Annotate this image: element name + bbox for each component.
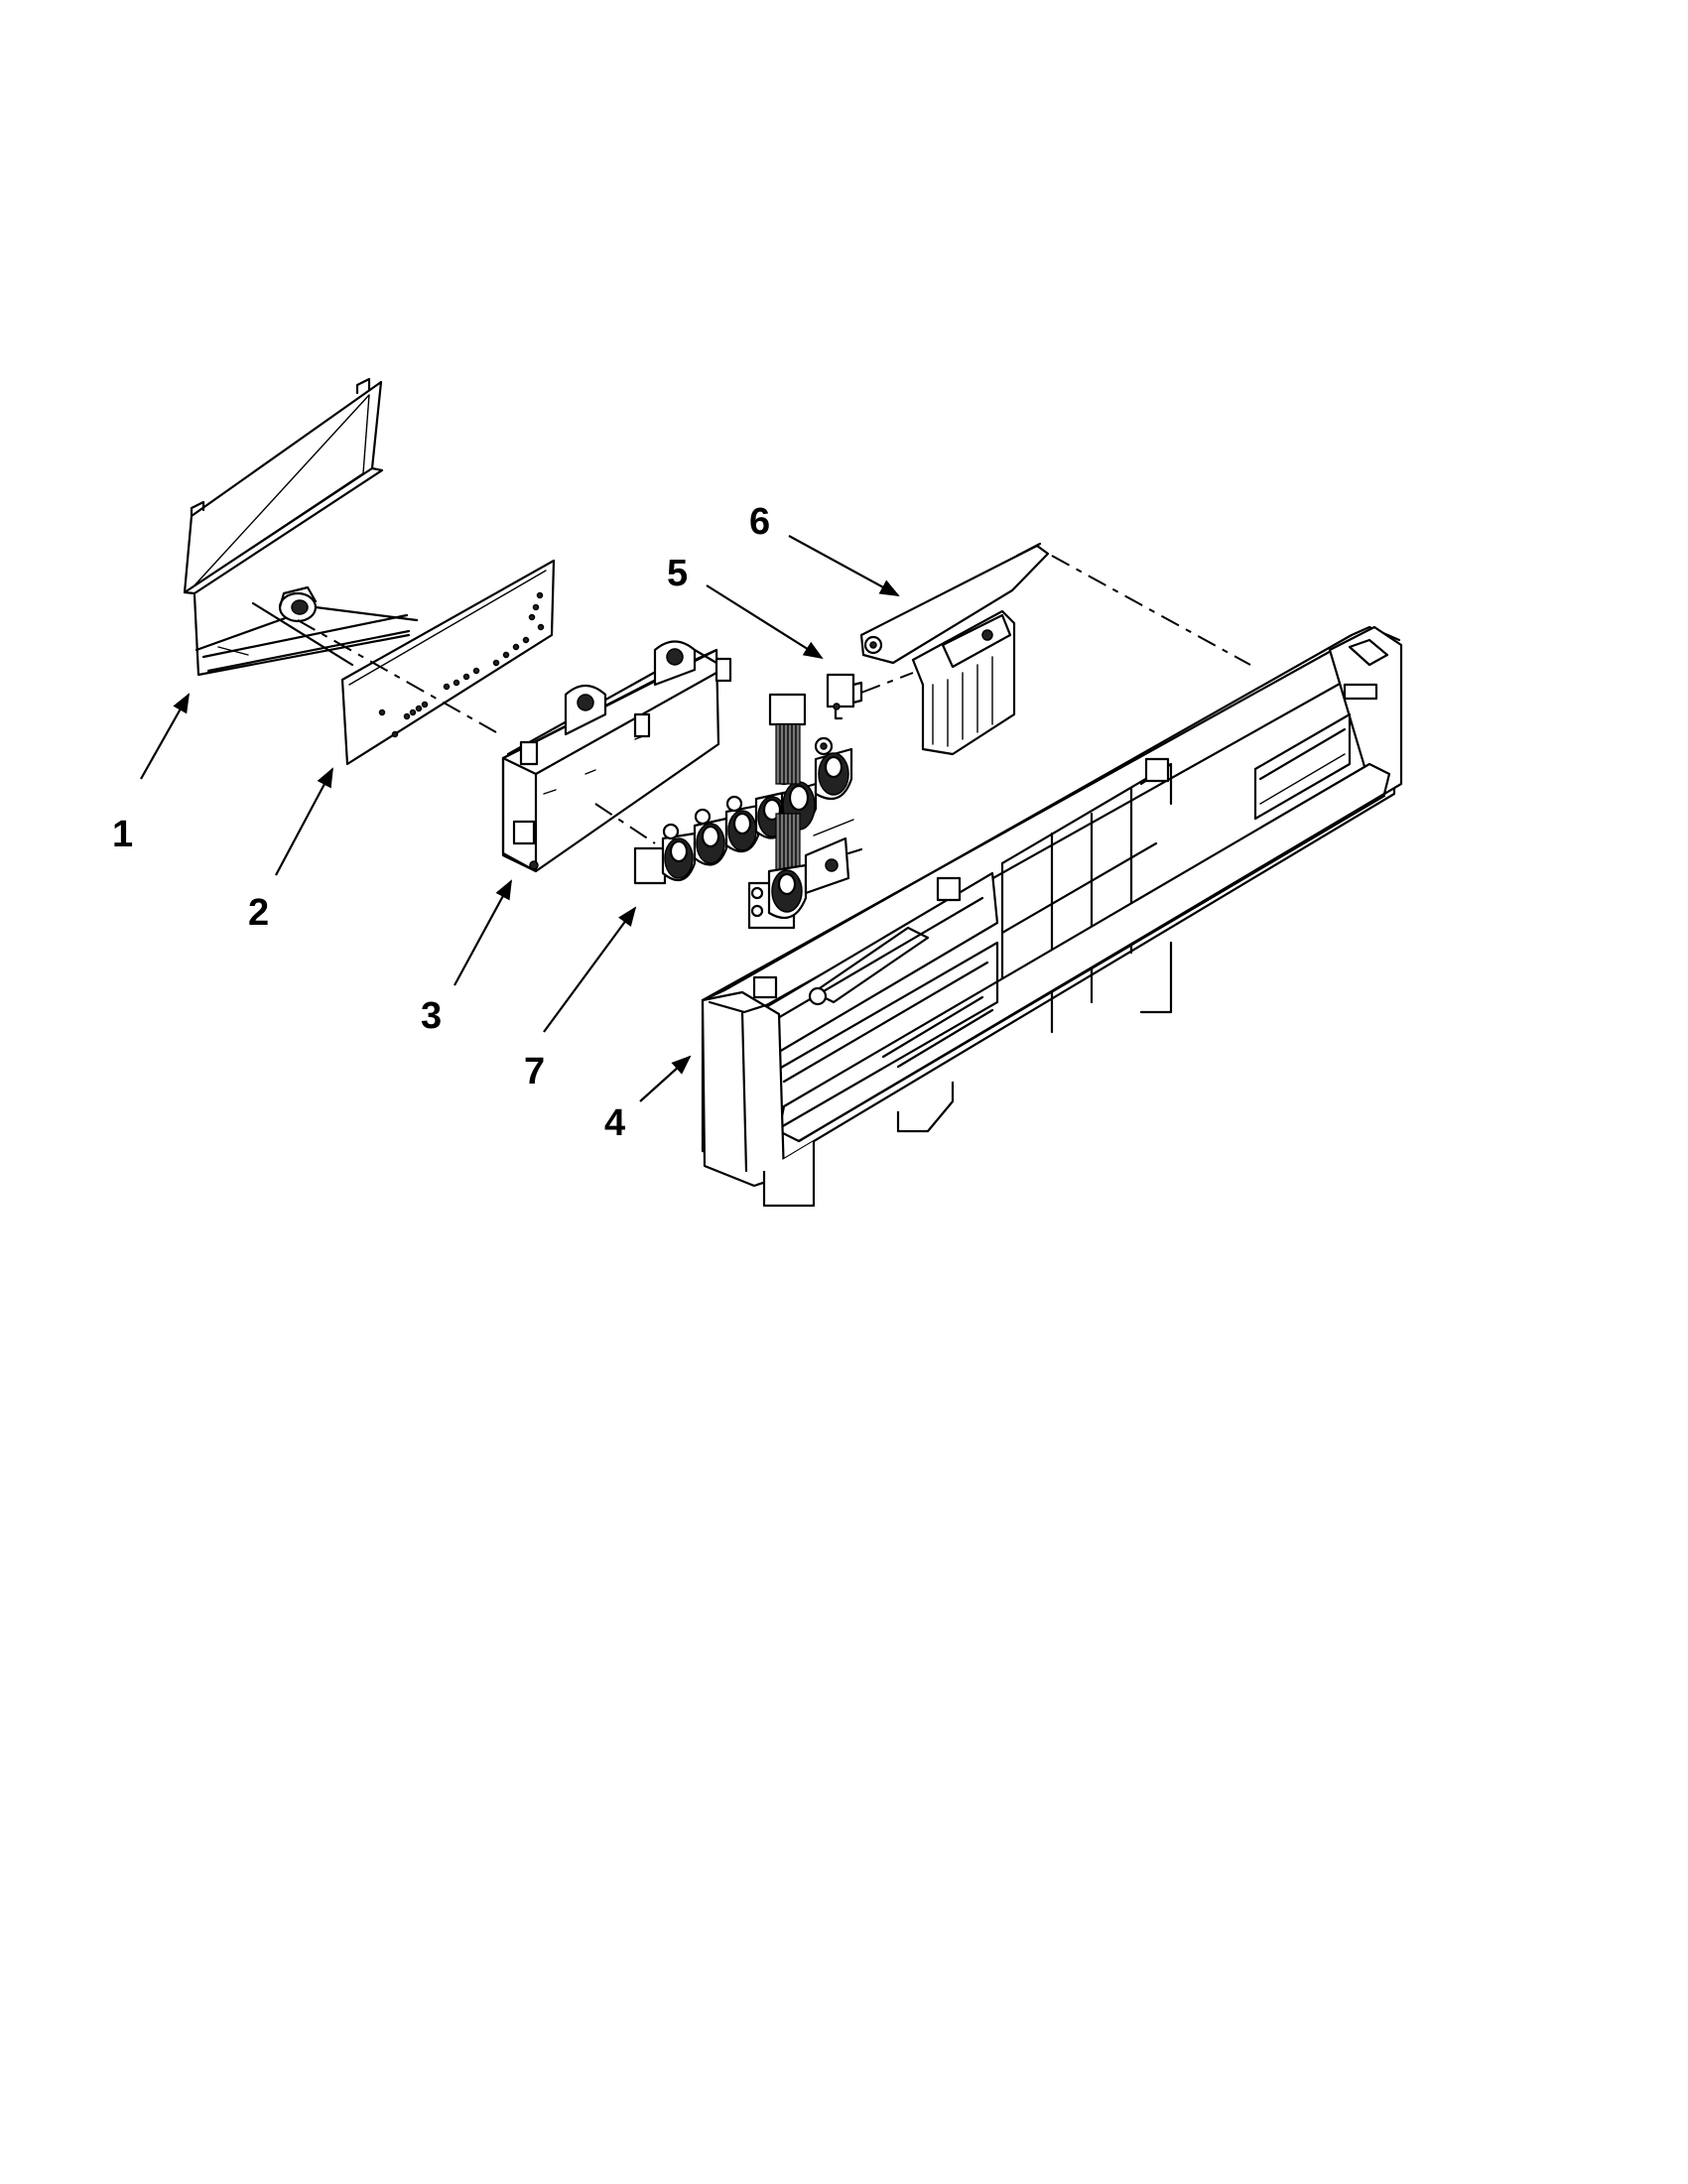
callout-3: 3 bbox=[421, 995, 442, 1037]
callout-4: 4 bbox=[604, 1102, 625, 1144]
part-6-leader-dashed bbox=[1051, 555, 1251, 666]
leader-arrow-4 bbox=[639, 1055, 692, 1102]
leader-arrow-7 bbox=[543, 906, 637, 1033]
part-3-leader-dashed bbox=[594, 803, 656, 844]
part-7-button-assembly bbox=[633, 693, 863, 930]
callout-5: 5 bbox=[667, 553, 688, 594]
part-2-control-board bbox=[340, 559, 556, 766]
leader-arrow-5 bbox=[706, 584, 824, 660]
leader-arrow-2 bbox=[275, 767, 333, 876]
part-3-control-housing bbox=[501, 640, 732, 873]
part-1-cover bbox=[183, 377, 419, 677]
leader-arrow-6 bbox=[788, 535, 900, 596]
callout-6: 6 bbox=[749, 501, 770, 543]
callout-1: 1 bbox=[112, 814, 133, 855]
callout-7: 7 bbox=[524, 1051, 545, 1092]
callout-2: 2 bbox=[248, 892, 269, 934]
part-5-door-switch bbox=[826, 672, 914, 720]
part-2-leader-dashed bbox=[297, 619, 497, 733]
leader-arrows bbox=[140, 535, 900, 1102]
part-4-control-panel bbox=[701, 625, 1403, 1208]
callout-labels: 1 2 3 4 5 6 7 bbox=[112, 501, 770, 1144]
leader-arrow-1 bbox=[140, 693, 190, 780]
leader-arrow-3 bbox=[454, 879, 512, 986]
part-6-door-latch bbox=[859, 542, 1050, 756]
